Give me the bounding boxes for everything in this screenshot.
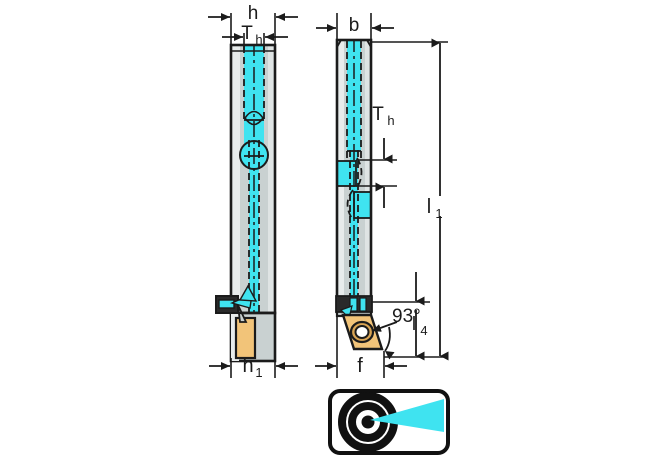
front-view-coolant-block-lower	[353, 191, 371, 219]
side-view-shank-shade	[268, 45, 275, 313]
dimension-h: h	[208, 3, 298, 47]
dimension-h1-sub: 1	[255, 365, 262, 380]
dimension-b: b	[316, 13, 394, 42]
dimension-h1: h 1	[209, 316, 298, 380]
dimension-b-label: b	[349, 15, 360, 36]
dimension-l1-sub: 1	[435, 206, 442, 221]
dimension-th-front-label: T	[372, 104, 384, 125]
front-view	[335, 38, 384, 351]
side-view	[215, 43, 277, 363]
front-view-top-chamfer	[336, 39, 372, 48]
dimension-th-side-label: T	[241, 23, 253, 44]
side-view-coolant-spray-upper	[238, 284, 258, 302]
front-view-shank-shade	[365, 40, 371, 312]
lead-angle-callout: 93°	[371, 306, 421, 360]
front-view-coolant-block-upper	[337, 160, 357, 187]
dimension-th-side: T h	[222, 23, 288, 50]
dimension-h-label: h	[248, 3, 259, 24]
side-view-clamp-coolant-port	[218, 299, 235, 309]
coolant-badge-jet	[370, 399, 444, 432]
side-view-insert	[234, 316, 257, 360]
front-view-clamp-coolant-a	[349, 297, 358, 312]
dimension-th-side-sub: h	[255, 32, 262, 47]
lead-angle-leader	[371, 321, 398, 332]
front-view-insert-hole	[354, 325, 370, 339]
front-view-clamp-coolant-b	[359, 297, 367, 312]
side-view-shank-highlight	[231, 45, 240, 313]
side-view-internals	[239, 45, 269, 313]
dimension-f-label: f	[357, 355, 363, 377]
front-view-hidden-contour-lower	[346, 189, 354, 221]
side-view-valve-lens	[244, 110, 264, 126]
dimension-l1-label: l	[427, 196, 431, 218]
dimension-l1: l 1	[371, 38, 449, 361]
front-view-internals	[337, 40, 371, 312]
dimension-l4-sub: 4	[420, 323, 427, 338]
lead-angle-arc	[384, 326, 395, 360]
dimension-th-front-sub: h	[387, 113, 394, 128]
precision-coolant-icon	[328, 389, 450, 455]
dimension-h1-label: h	[242, 355, 253, 377]
dimension-l4-label: l	[412, 314, 416, 335]
dimension-l4: l 4	[371, 272, 430, 361]
dimension-th-front: T h	[356, 104, 397, 208]
dimension-f: f	[315, 316, 407, 378]
lead-angle-label: 93°	[392, 306, 421, 327]
